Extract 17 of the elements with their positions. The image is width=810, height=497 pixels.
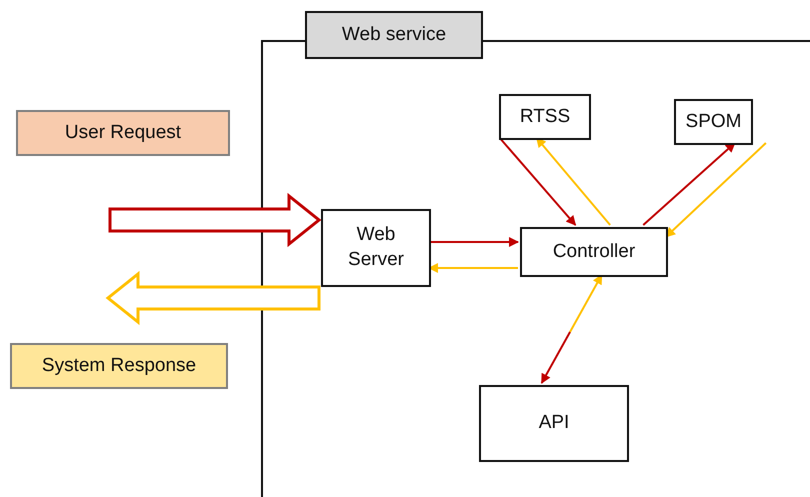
arrow — [642, 142, 736, 226]
request-box: User Request — [16, 110, 230, 156]
component-box: RTSS — [499, 94, 591, 140]
component-box: API — [479, 385, 629, 462]
arrow — [429, 237, 519, 247]
response-box: System Response — [10, 343, 228, 389]
arrow — [428, 263, 518, 273]
block-arrow — [106, 270, 320, 326]
arrow — [499, 137, 576, 226]
component-box: Controller — [520, 227, 668, 277]
arrow — [665, 142, 767, 238]
component-box: SPOM — [674, 99, 753, 145]
arrow — [536, 137, 611, 226]
frame-heading: Web service — [305, 11, 483, 59]
component-box: Web Server — [321, 209, 431, 287]
arrow — [540, 274, 603, 384]
block-arrow — [108, 192, 322, 248]
